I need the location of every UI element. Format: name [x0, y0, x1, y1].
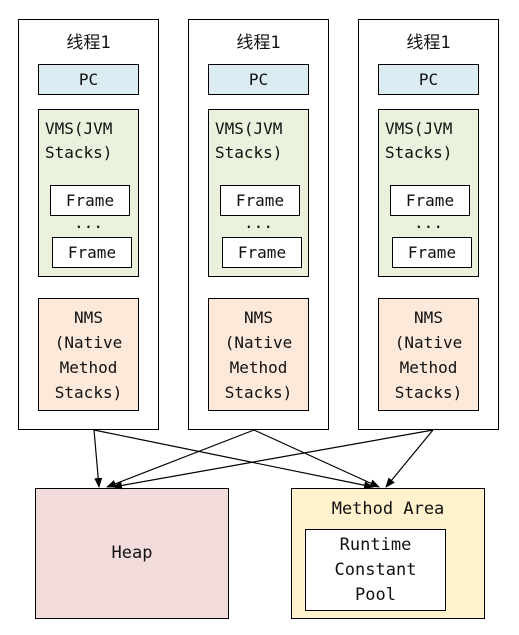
method-area-label: Method Area [331, 499, 445, 519]
pc-register: PC [378, 64, 479, 95]
arrow-thread1-to-method-area [93, 429, 374, 490]
runtime-constant-pool-label: Runtime Constant Pool [334, 535, 417, 605]
jvm-stacks-label: VMS(JVM Stacks) [385, 119, 453, 162]
frame-ellipsis: ... [414, 213, 443, 232]
arrow-thread1-to-heap [93, 429, 103, 488]
heap-box: Heap [35, 488, 229, 619]
thread-box-1: 线程1 PC VMS(JVM Stacks) Frame ... Frame N… [18, 19, 159, 430]
pc-register: PC [208, 64, 309, 95]
heap-label: Heap [111, 543, 153, 563]
thread-title: 线程1 [66, 33, 111, 53]
thread-title: 线程1 [236, 33, 281, 53]
stack-frame: Frame [390, 185, 470, 216]
jvm-stacks: VMS(JVM Stacks) Frame ... Frame [38, 109, 139, 277]
jvm-stacks: VMS(JVM Stacks) Frame ... Frame [378, 109, 479, 277]
thread-title: 线程1 [406, 33, 451, 53]
native-method-stacks: NMS (Native Method Stacks) [38, 298, 139, 411]
frame-ellipsis: ... [74, 213, 103, 232]
stack-frame: Frame [222, 237, 302, 268]
stack-frame: Frame [220, 185, 300, 216]
thread-box-2: 线程1 PC VMS(JVM Stacks) Frame ... Frame N… [188, 19, 329, 430]
thread-box-3: 线程1 PC VMS(JVM Stacks) Frame ... Frame N… [358, 19, 499, 430]
arrow-thread2-to-method-area [253, 429, 380, 488]
runtime-constant-pool: Runtime Constant Pool [305, 529, 446, 611]
method-area-box: Method Area Runtime Constant Pool [291, 488, 485, 619]
jvm-stacks-label: VMS(JVM Stacks) [45, 119, 113, 162]
jvm-stacks: VMS(JVM Stacks) Frame ... Frame [208, 109, 309, 277]
native-method-stacks: NMS (Native Method Stacks) [378, 298, 479, 411]
arrow-thread3-to-method-area [385, 429, 434, 488]
jvm-stacks-label: VMS(JVM Stacks) [215, 119, 283, 162]
arrow-thread2-to-heap [106, 429, 255, 488]
native-method-stacks-label: NMS (Native Method Stacks) [224, 308, 293, 402]
stack-frame: Frame [52, 237, 132, 268]
stack-frame: Frame [50, 185, 130, 216]
pc-register: PC [38, 64, 139, 95]
native-method-stacks-label: NMS (Native Method Stacks) [394, 308, 463, 402]
stack-frame: Frame [392, 237, 472, 268]
native-method-stacks: NMS (Native Method Stacks) [208, 298, 309, 411]
frame-ellipsis: ... [244, 213, 273, 232]
arrow-thread3-to-heap [112, 429, 434, 490]
native-method-stacks-label: NMS (Native Method Stacks) [54, 308, 123, 402]
